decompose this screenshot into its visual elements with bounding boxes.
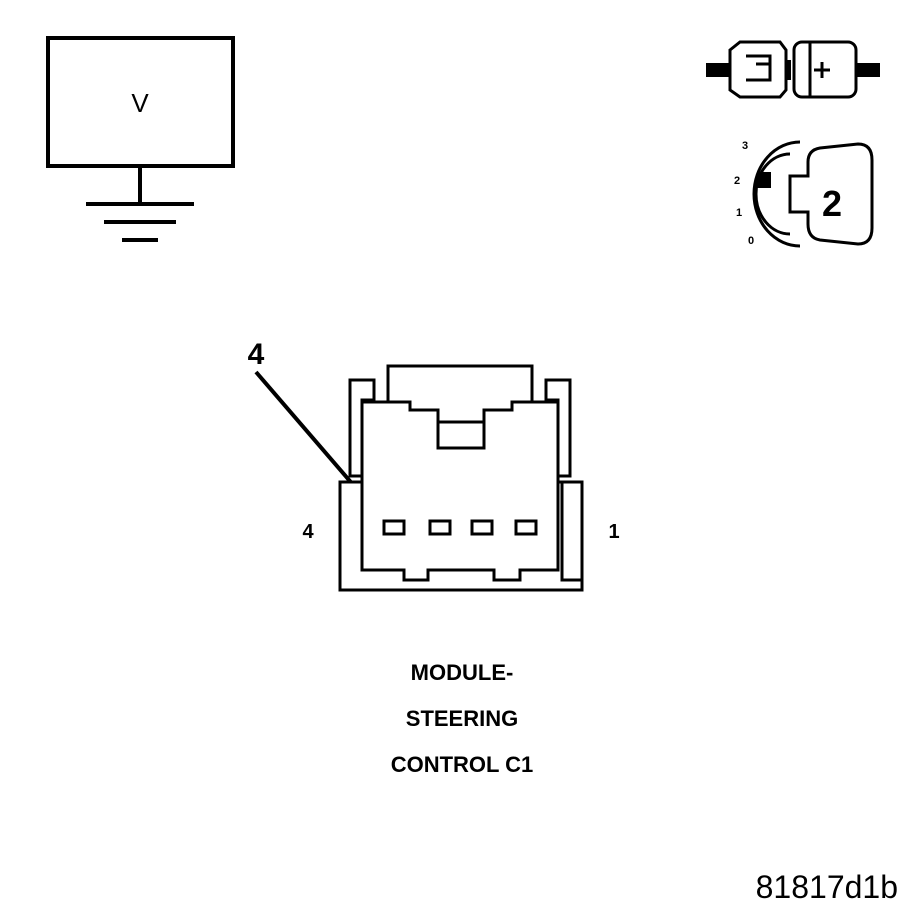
connector-c1-face <box>338 364 584 592</box>
ignition-position-label: 2 <box>822 183 842 224</box>
ground-symbol-icon <box>86 166 194 242</box>
pin-callout-label: 4 <box>248 338 265 371</box>
figure-id: 81817d1b <box>756 869 898 905</box>
connector-name-line-1: MODULE- <box>411 660 514 685</box>
ignition-scale-1: 1 <box>736 207 742 219</box>
connector-name-line-3: CONTROL C1 <box>391 752 534 777</box>
pin-cavity-2 <box>470 519 494 536</box>
connector-disconnected-icon <box>706 40 880 99</box>
ignition-scale-0: 0 <box>748 235 754 247</box>
right-pin-label: 1 <box>608 521 619 543</box>
ignition-key-icon: 3 2 1 0 2 <box>734 140 874 248</box>
left-pin-label: 4 <box>302 521 314 543</box>
voltmeter-label: V <box>131 88 149 118</box>
connector-pin-cavities <box>382 519 538 536</box>
pin-cavity-4 <box>382 519 406 536</box>
pin-cavity-3 <box>428 519 452 536</box>
voltmeter-icon: V <box>46 36 235 168</box>
connector-name-line-2: STEERING <box>406 706 518 731</box>
ignition-scale-3: 3 <box>742 140 748 152</box>
connector-name: MODULE- STEERING CONTROL C1 <box>391 660 534 777</box>
pin-cavity-1 <box>514 519 538 536</box>
ignition-scale-2: 2 <box>734 175 740 187</box>
